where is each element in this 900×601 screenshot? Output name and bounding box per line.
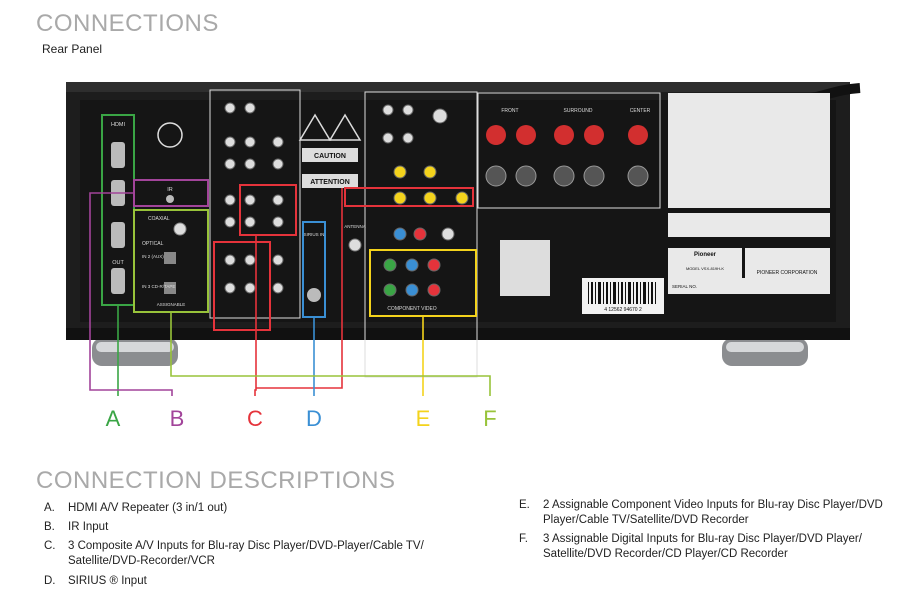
info-labels: PIONEER CORPORATION Pioneer MODEL VSX-81… — [582, 93, 830, 314]
description-item: C. 3 Composite A/V Inputs for Blu-ray Di… — [44, 539, 474, 569]
callout-letter-d: D — [306, 406, 322, 431]
description-text: 3 Composite A/V Inputs for Blu-ray Disc … — [68, 540, 424, 567]
page-subtitle: Rear Panel — [42, 42, 103, 56]
description-item: F. 3 Assignable Digital Inputs for Blu-r… — [519, 532, 889, 562]
sirius-label: SIRIUS IN — [304, 232, 325, 237]
caution-title: CAUTION — [314, 153, 346, 160]
callout-letters: A B C D E F — [106, 406, 497, 431]
description-text: HDMI A/V Repeater (3 in/1 out) — [68, 502, 228, 514]
optical-port-2[interactable] — [164, 282, 176, 294]
speaker-terminals: FRONT SURROUND CENTER — [477, 92, 661, 296]
attention-title: ATTENTION — [310, 179, 350, 186]
description-letter: A. — [44, 502, 55, 514]
caution-label: CAUTION ATTENTION — [298, 113, 362, 188]
optical-in3-label: IN 3 CD-R/TAPE — [142, 284, 175, 289]
video-block: COMPONENT VIDEO — [344, 91, 478, 378]
callout-letter-a: A — [106, 406, 121, 431]
description-text: 2 Assignable Component Video Inputs for … — [543, 499, 883, 526]
sirius-port[interactable] — [307, 288, 321, 302]
hdmi-label: HDMI — [111, 122, 126, 128]
speaker-front-label: FRONT — [501, 108, 518, 114]
callout-lines — [89, 188, 491, 396]
description-letter: F. — [519, 533, 528, 545]
coaxial-jack[interactable] — [173, 222, 187, 236]
ir-label: IR — [167, 187, 173, 193]
callout-letter-c: C — [247, 406, 263, 431]
description-text: IR Input — [68, 521, 109, 533]
rear-panel-diagram: CAUTION ATTENTION HDMI OUT IR COAXIAL OP… — [66, 82, 861, 431]
descriptions-title: CONNECTION DESCRIPTIONS — [36, 467, 396, 494]
coaxial-label: COAXIAL — [148, 216, 170, 222]
description-letter: B. — [44, 521, 55, 533]
hdmi-out-port[interactable] — [111, 268, 125, 294]
optical-label: OPTICAL — [142, 241, 164, 247]
audio-jacks-block — [209, 89, 301, 331]
hdmi-out-label: OUT — [112, 260, 124, 266]
right-foot — [722, 338, 808, 366]
assignable-label: ASSIGNABLE — [157, 302, 186, 307]
callout-letter-f: F — [483, 406, 496, 431]
callout-letter-e: E — [416, 406, 431, 431]
optical-port-1[interactable] — [164, 252, 176, 264]
description-letter: C. — [44, 540, 56, 552]
speaker-center-label: CENTER — [630, 108, 651, 114]
hdmi-port-1[interactable] — [111, 142, 125, 168]
page-title: CONNECTIONS — [36, 10, 219, 37]
ir-jack[interactable] — [166, 195, 174, 203]
barcode-number: 4 12562 94670 2 — [604, 307, 642, 313]
model-label: MODEL VSX-819H-K — [686, 266, 724, 271]
callout-letter-b: B — [170, 406, 185, 431]
fm-antenna-jack[interactable] — [348, 238, 362, 252]
ul-logo-icon — [157, 122, 183, 148]
component-video-label: COMPONENT VIDEO — [387, 306, 436, 312]
description-item: E. 2 Assignable Component Video Inputs f… — [519, 498, 889, 528]
antenna-label: ANTENNA — [344, 224, 366, 229]
brand-label: Pioneer — [694, 252, 717, 258]
description-text: 3 Assignable Digital Inputs for Blu-ray … — [543, 533, 862, 560]
description-letter: E. — [519, 499, 530, 511]
optical-in2-label: IN 2 (AUX) — [142, 254, 164, 259]
sirius-antenna-block: SIRIUS IN ANTENNA — [302, 221, 366, 318]
speaker-surround-label: SURROUND — [564, 108, 593, 114]
description-text: SIRIUS ® Input — [68, 575, 147, 587]
description-letter: D. — [44, 575, 56, 587]
serial-label: SERIAL NO. — [672, 284, 697, 289]
left-foot — [92, 338, 178, 366]
hdmi-port-3[interactable] — [111, 222, 125, 248]
corp-label: PIONEER CORPORATION — [757, 270, 818, 276]
